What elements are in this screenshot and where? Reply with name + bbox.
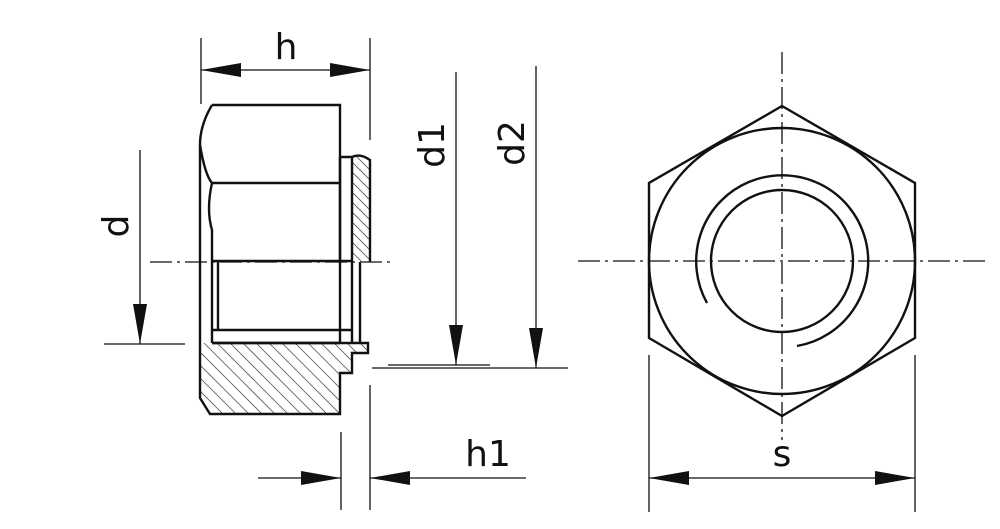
thread-arc [695, 174, 870, 348]
hatch-line [330, 343, 368, 414]
chamfer-mid [207, 182, 214, 343]
hatch-line [200, 343, 230, 414]
hatch-line [352, 221, 370, 241]
label-d1: d1 [412, 122, 453, 168]
dimension-d: d [96, 150, 185, 345]
section-hatching [110, 340, 463, 420]
hatch-line [352, 251, 362, 261]
hatch-line [200, 343, 204, 414]
chamfer-top [198, 144, 213, 184]
label-s: s [773, 434, 792, 475]
dimension-h: h [200, 27, 371, 140]
hatch-line [352, 211, 370, 231]
hatch-line [200, 343, 282, 414]
hatch-line [110, 340, 190, 420]
hatch-line [352, 231, 370, 251]
label-h1: h1 [465, 434, 511, 475]
dimension-d2: d2 [372, 66, 568, 369]
hatch-line [200, 343, 269, 414]
hatch-line [200, 343, 217, 414]
hatch-line [352, 191, 370, 211]
hatch-line [265, 343, 347, 414]
hatch-line [278, 343, 360, 414]
nut-body-outline [198, 103, 370, 416]
label-h: h [275, 27, 298, 68]
insert-ring-outline [338, 154, 372, 262]
label-d2: d2 [492, 120, 533, 166]
dimension-s: s [648, 355, 916, 512]
hatch-line [226, 343, 308, 414]
hatch-line [240, 150, 355, 265]
hatch-line [200, 343, 256, 414]
washer-hatching [230, 150, 370, 265]
hatch-line [239, 343, 321, 414]
hatch-line [370, 340, 450, 420]
hatch-line [252, 343, 334, 414]
dimension-h1: h1 [258, 385, 526, 510]
hatch-line [352, 201, 370, 221]
side-view [110, 103, 463, 420]
hatch-line [200, 343, 243, 414]
hatch-line [304, 343, 368, 414]
hatch-line [213, 343, 295, 414]
hatch-line [383, 340, 463, 420]
dimension-d1: d1 [388, 72, 490, 366]
label-d: d [96, 215, 137, 238]
hatch-line [352, 241, 370, 261]
hatch-line [352, 161, 370, 181]
hatch-line [230, 150, 345, 265]
